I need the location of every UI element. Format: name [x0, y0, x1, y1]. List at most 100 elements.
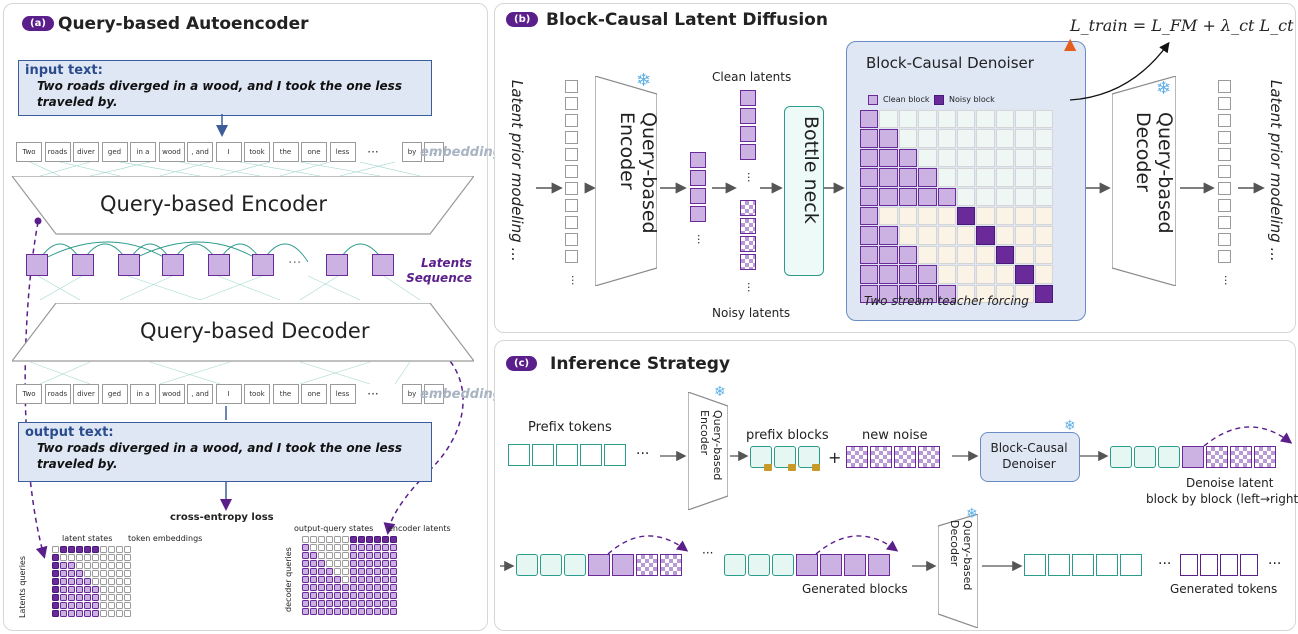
denoiser-title: Block-Causal Denoiser — [866, 54, 1034, 72]
mask-cell — [879, 284, 898, 303]
mask-cell — [1034, 284, 1053, 303]
mask-cell — [898, 148, 918, 168]
prefix-token — [532, 444, 554, 466]
mask-cell — [318, 568, 325, 575]
token: I — [215, 142, 242, 162]
clean-latent — [740, 144, 756, 160]
mask-cell — [1015, 284, 1034, 303]
mask-cell — [995, 148, 1015, 168]
mask-cell — [879, 265, 898, 284]
mask-cell — [366, 600, 373, 607]
mask-cell — [60, 570, 67, 577]
mask-cell — [68, 602, 75, 609]
mask-cell — [366, 544, 373, 551]
mask-cell — [108, 546, 115, 553]
mask-cell — [860, 245, 879, 265]
mask-cell — [302, 536, 309, 543]
input-text-header: input text: — [25, 63, 103, 78]
mask-cell — [350, 560, 357, 567]
generated-token — [1072, 554, 1094, 576]
mask-cell — [957, 245, 976, 265]
c-encoder-snowflake-icon: ❄ — [714, 384, 726, 400]
mask-cell — [898, 284, 918, 303]
mask-cell — [52, 578, 59, 585]
mask-cell — [995, 129, 1015, 148]
latent-token — [26, 254, 48, 276]
mask-cell — [310, 544, 317, 551]
generated-block — [820, 554, 842, 576]
mask-cell — [382, 584, 389, 591]
mask-cell — [898, 207, 918, 226]
generated-token — [1048, 554, 1070, 576]
mask-cell — [60, 586, 67, 593]
mask-cell — [84, 594, 91, 601]
clean-block — [1110, 446, 1132, 468]
mask-cell — [957, 129, 976, 148]
mask-cell — [334, 584, 341, 591]
mask-cell — [108, 578, 115, 585]
token: diver — [73, 142, 99, 162]
mask-cell — [310, 592, 317, 599]
mask-cell — [116, 578, 123, 585]
mask-cell — [995, 187, 1015, 206]
mask-cell — [342, 592, 349, 599]
mask-cell — [1015, 245, 1034, 265]
mask-cell — [318, 608, 325, 615]
token: I — [215, 384, 242, 404]
mask-cell — [302, 568, 309, 575]
mask-cell — [342, 544, 349, 551]
mask-cell — [334, 600, 341, 607]
token: in a — [130, 384, 156, 404]
token: roads — [44, 142, 71, 162]
latent-slot — [565, 165, 578, 178]
mask-cell — [957, 168, 976, 187]
mask-cell — [60, 602, 67, 609]
mask-cell — [302, 552, 309, 559]
new-noise-label: new noise — [862, 428, 928, 443]
generated-token — [1240, 554, 1258, 576]
mask-cell — [124, 546, 131, 553]
token: by — [402, 142, 422, 162]
mask-cell — [52, 610, 59, 617]
mask-cell — [918, 168, 937, 187]
latent-slot — [565, 114, 578, 127]
mask-cell — [124, 602, 131, 609]
mask-cell — [860, 226, 879, 245]
noise-block — [918, 446, 940, 468]
query-decoder-shape — [12, 303, 474, 362]
mask-cell — [390, 552, 397, 559]
prefix-block — [774, 446, 796, 468]
mask-cell — [995, 245, 1015, 265]
mask-cell — [918, 110, 937, 129]
mask-cell — [334, 552, 341, 559]
mask-cell — [92, 570, 99, 577]
b-encoder-label: Query-based Encoder — [616, 112, 660, 234]
mask-cell — [382, 608, 389, 615]
mask-cell — [366, 592, 373, 599]
mask-cell — [1015, 110, 1034, 129]
token: roads — [44, 384, 71, 404]
noise-block — [846, 446, 868, 468]
mask-cell — [84, 586, 91, 593]
mask-cell — [326, 552, 333, 559]
token: wood — [158, 142, 185, 162]
mask-cell — [92, 562, 99, 569]
latents-sequence-text: Latents Sequence — [406, 256, 472, 285]
mask-cell — [374, 576, 381, 583]
mask-cell — [937, 148, 956, 168]
mask-cell — [898, 187, 918, 206]
latent-slot — [565, 148, 578, 161]
mask-cell — [342, 584, 349, 591]
mask-cell — [100, 602, 107, 609]
mask-cell — [879, 110, 898, 129]
latent-slot — [565, 199, 578, 212]
noise-block — [1206, 446, 1228, 468]
mask-cell — [957, 265, 976, 284]
c-gen-ellipsis: ··· — [1158, 556, 1172, 572]
mask-cell — [116, 554, 123, 561]
mask-cell — [60, 562, 67, 569]
clean-block — [724, 554, 746, 576]
mask-cell — [1034, 245, 1053, 265]
latent-ellipsis: ··· — [288, 255, 302, 271]
mask-cell — [898, 129, 918, 148]
